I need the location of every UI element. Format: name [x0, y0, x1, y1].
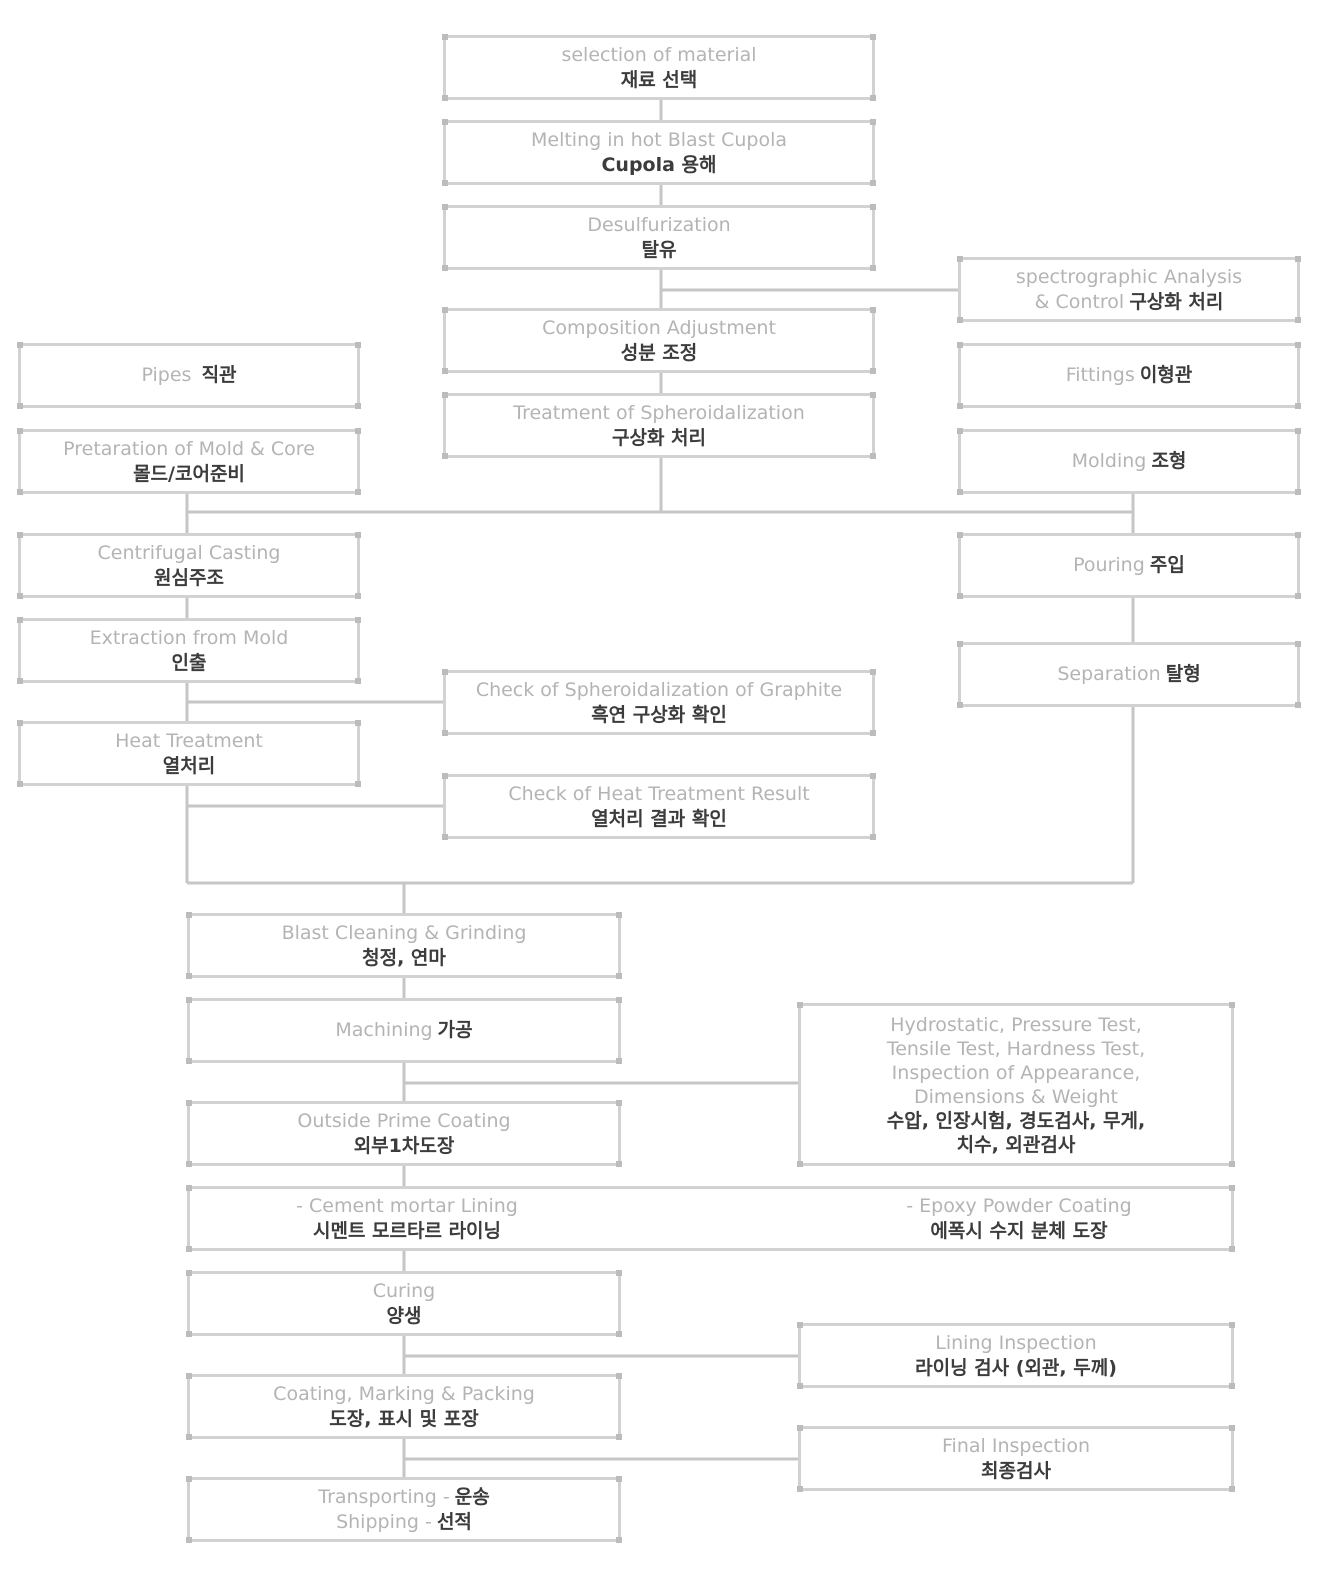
pipes-en: Pipes — [141, 364, 192, 386]
pouring-box: Pouring 주입 — [957, 532, 1301, 599]
desulfurization-en: Desulfurization — [587, 213, 731, 236]
check-heat-box: Check of Heat Treatment Result 열처리 결과 확인 — [442, 773, 876, 840]
hydrostatic-test-box: Hydrostatic, Pressure Test, Tensile Test… — [797, 1002, 1235, 1167]
molding-en: Molding — [1071, 450, 1147, 472]
hydrostatic-en1: Hydrostatic, Pressure Test, — [890, 1013, 1142, 1036]
lining-inspection-box: Lining Inspection 라이닝 검사 (외관, 두께) — [797, 1322, 1235, 1389]
final-inspection-box: Final Inspection 최종검사 — [797, 1425, 1235, 1492]
pouring-en: Pouring — [1073, 554, 1145, 576]
hydrostatic-ko1: 수압, 인장시험, 경도검사, 무게, — [886, 1109, 1146, 1132]
heat-treatment-box: Heat Treatment 열처리 — [17, 720, 361, 787]
centrifugal-casting-box: Centrifugal Casting 원심주조 — [17, 532, 361, 599]
transporting-en: Transporting - — [318, 1485, 450, 1508]
selection-of-material-box: selection of material 재료 선택 — [442, 34, 876, 101]
cement-lining-ko: 시멘트 모르타르 라이닝 — [312, 1219, 502, 1242]
treatment-spheroidalization-box: Treatment of Spheroidalization 구상화 처리 — [442, 392, 876, 459]
molding-box: Molding 조형 — [957, 428, 1301, 495]
outside-coating-en: Outside Prime Coating — [297, 1109, 511, 1132]
separation-ko: 탈형 — [1165, 663, 1201, 685]
composition-en: Composition Adjustment — [542, 316, 776, 339]
extraction-box: Extraction from Mold 인출 — [17, 617, 361, 684]
centrifugal-ko: 원심주조 — [154, 566, 224, 589]
spectrographic-analysis-box: spectrographic Analysis & Control 구상화 처리 — [957, 256, 1301, 323]
blast-cleaning-en: Blast Cleaning & Grinding — [281, 921, 527, 944]
extraction-en: Extraction from Mold — [89, 626, 289, 649]
final-inspection-en: Final Inspection — [942, 1434, 1090, 1457]
hydrostatic-ko2: 치수, 외관검사 — [956, 1133, 1076, 1156]
coating-marking-en: Coating, Marking & Packing — [273, 1382, 535, 1405]
outside-coating-ko: 외부1차도장 — [353, 1134, 455, 1157]
check-heat-en: Check of Heat Treatment Result — [508, 782, 810, 805]
curing-en: Curing — [372, 1279, 436, 1302]
cement-lining-en: - Cement mortar Lining — [296, 1194, 518, 1217]
machining-box: Machining 가공 — [186, 997, 622, 1064]
treatment-en: Treatment of Spheroidalization — [513, 401, 805, 424]
check-heat-ko: 열처리 결과 확인 — [591, 807, 727, 830]
fittings-box: Fittings 이형관 — [957, 342, 1301, 409]
pouring-ko: 주입 — [1149, 554, 1185, 576]
blast-cleaning-box: Blast Cleaning & Grinding 청정, 연마 — [186, 912, 622, 979]
lining-inspection-ko: 라이닝 검사 (외관, 두께) — [915, 1356, 1117, 1379]
selection-of-material-ko: 재료 선택 — [620, 68, 698, 91]
hydrostatic-en2: Tensile Test, Hardness Test, — [886, 1037, 1146, 1060]
blast-cleaning-ko: 청정, 연마 — [362, 946, 446, 969]
machining-ko: 가공 — [437, 1019, 473, 1041]
desulfurization-box: Desulfurization 탈유 — [442, 204, 876, 271]
curing-ko: 양생 — [386, 1304, 422, 1327]
check-graphite-ko: 흑연 구상화 확인 — [591, 703, 727, 726]
separation-box: Separation 탈형 — [957, 641, 1301, 708]
melting-en: Melting in hot Blast Cupola — [530, 128, 787, 151]
hydrostatic-en4: Dimensions & Weight — [914, 1085, 1118, 1108]
lining-inspection-en: Lining Inspection — [935, 1331, 1097, 1354]
separation-en: Separation — [1057, 663, 1161, 685]
molding-ko: 조형 — [1151, 450, 1187, 472]
extraction-ko: 인출 — [171, 651, 207, 674]
fittings-ko: 이형관 — [1139, 364, 1193, 386]
heat-treatment-en: Heat Treatment — [115, 729, 263, 752]
shipping-en: Shipping - — [336, 1510, 432, 1533]
epoxy-coating-ko: 에폭시 수지 분체 도장 — [930, 1219, 1108, 1242]
composition-ko: 성분 조정 — [620, 341, 698, 364]
spectrographic-en2: & Control — [1034, 290, 1125, 313]
transporting-box: Transporting - 운송 Shipping - 선적 — [186, 1476, 622, 1543]
fittings-en: Fittings — [1065, 364, 1135, 386]
treatment-ko: 구상화 처리 — [611, 426, 706, 449]
mold-core-en: Pretaration of Mold & Core — [63, 437, 315, 460]
melting-box: Melting in hot Blast Cupola Cupola 용해 — [442, 119, 876, 186]
machining-en: Machining — [335, 1019, 433, 1041]
hydrostatic-en3: Inspection of Appearance, — [891, 1061, 1141, 1084]
check-graphite-box: Check of Spheroidalization of Graphite 흑… — [442, 669, 876, 736]
curing-box: Curing 양생 — [186, 1270, 622, 1337]
final-inspection-ko: 최종검사 — [981, 1459, 1051, 1482]
pipes-box: Pipes 직관 — [17, 342, 361, 409]
transporting-ko: 운송 — [454, 1485, 490, 1508]
outside-prime-coating-box: Outside Prime Coating 외부1차도장 — [186, 1100, 622, 1167]
coating-marking-box: Coating, Marking & Packing 도장, 표시 및 포장 — [186, 1373, 622, 1440]
shipping-ko: 선적 — [436, 1510, 472, 1533]
composition-adjustment-box: Composition Adjustment 성분 조정 — [442, 307, 876, 374]
spectrographic-en1: spectrographic Analysis — [1015, 265, 1243, 288]
mold-core-box: Pretaration of Mold & Core 몰드/코어준비 — [17, 428, 361, 495]
lining-box: - Cement mortar Lining 시멘트 모르타르 라이닝 - Ep… — [186, 1185, 1235, 1252]
mold-core-ko: 몰드/코어준비 — [133, 462, 245, 485]
heat-treatment-ko: 열처리 — [162, 754, 216, 777]
spectrographic-ko: 구상화 처리 — [1129, 290, 1224, 313]
melting-ko: Cupola 용해 — [601, 153, 717, 176]
centrifugal-en: Centrifugal Casting — [97, 541, 281, 564]
coating-marking-ko: 도장, 표시 및 포장 — [329, 1407, 479, 1430]
epoxy-coating-en: - Epoxy Powder Coating — [906, 1194, 1132, 1217]
check-graphite-en: Check of Spheroidalization of Graphite — [475, 678, 843, 701]
desulfurization-ko: 탈유 — [641, 238, 677, 261]
selection-of-material-en: selection of material — [561, 43, 757, 66]
pipes-ko: 직관 — [201, 364, 237, 386]
